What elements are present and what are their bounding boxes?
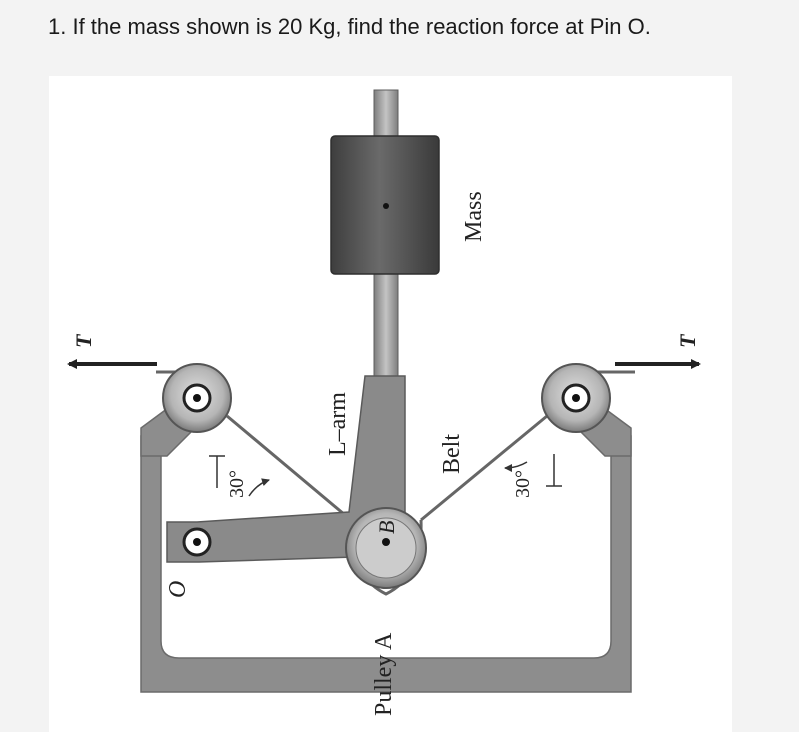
label-point-b: B <box>374 521 399 534</box>
label-mass: Mass <box>461 191 487 242</box>
support-frame <box>140 435 632 693</box>
mechanism-diagram: T T Mass L–arm Belt Pulley A B O 30° 30° <box>67 89 701 716</box>
pin-o <box>182 527 212 557</box>
question-text: 1. If the mass shown is 20 Kg, find the … <box>48 14 651 39</box>
label-pin-o: O <box>165 581 191 598</box>
right-pulley <box>541 363 611 433</box>
belt-left-span <box>226 414 352 522</box>
label-l-arm: L–arm <box>325 392 351 456</box>
belt-right-span <box>420 414 548 522</box>
point-b-dot <box>382 538 390 546</box>
label-tension-left: T <box>71 333 96 348</box>
angle-marker-right <box>504 454 562 487</box>
pulley-a <box>345 507 427 589</box>
mass-center-dot <box>383 203 389 209</box>
label-tension-right: T <box>675 333 700 348</box>
label-belt: Belt <box>439 434 465 474</box>
label-angle-left: 30° <box>226 470 248 498</box>
label-angle-right: 30° <box>512 470 534 498</box>
mechanism-figure: T T Mass L–arm Belt Pulley A B O 30° 30° <box>49 76 732 732</box>
label-pulley-a: Pulley A <box>371 632 397 716</box>
left-pulley <box>162 363 232 433</box>
angle-marker-left <box>209 455 270 497</box>
